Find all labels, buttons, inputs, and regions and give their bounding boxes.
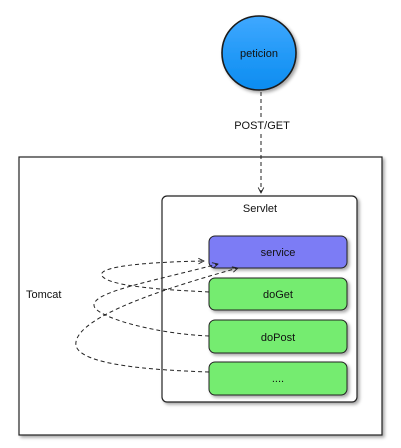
service-method-box <box>208 235 348 269</box>
other-to-service-arrow <box>75 268 238 373</box>
other-methods-label: .... <box>272 373 284 385</box>
peticion-node <box>221 15 297 91</box>
edge-label: POST/GET <box>234 120 290 132</box>
peticion-label: peticion <box>240 48 278 60</box>
other-methods-box <box>208 361 348 396</box>
dopost-method-box <box>208 319 348 354</box>
dopost-method-label: doPost <box>261 332 295 344</box>
edge-label-background <box>228 117 296 133</box>
doget-method-box <box>208 277 348 311</box>
service-method-label: service <box>261 247 296 259</box>
doget-method-label: doGet <box>263 289 293 301</box>
doget-to-service-arrow <box>101 261 210 293</box>
servlet-label: Servlet <box>243 203 277 215</box>
tomcat-label: Tomcat <box>26 289 61 301</box>
